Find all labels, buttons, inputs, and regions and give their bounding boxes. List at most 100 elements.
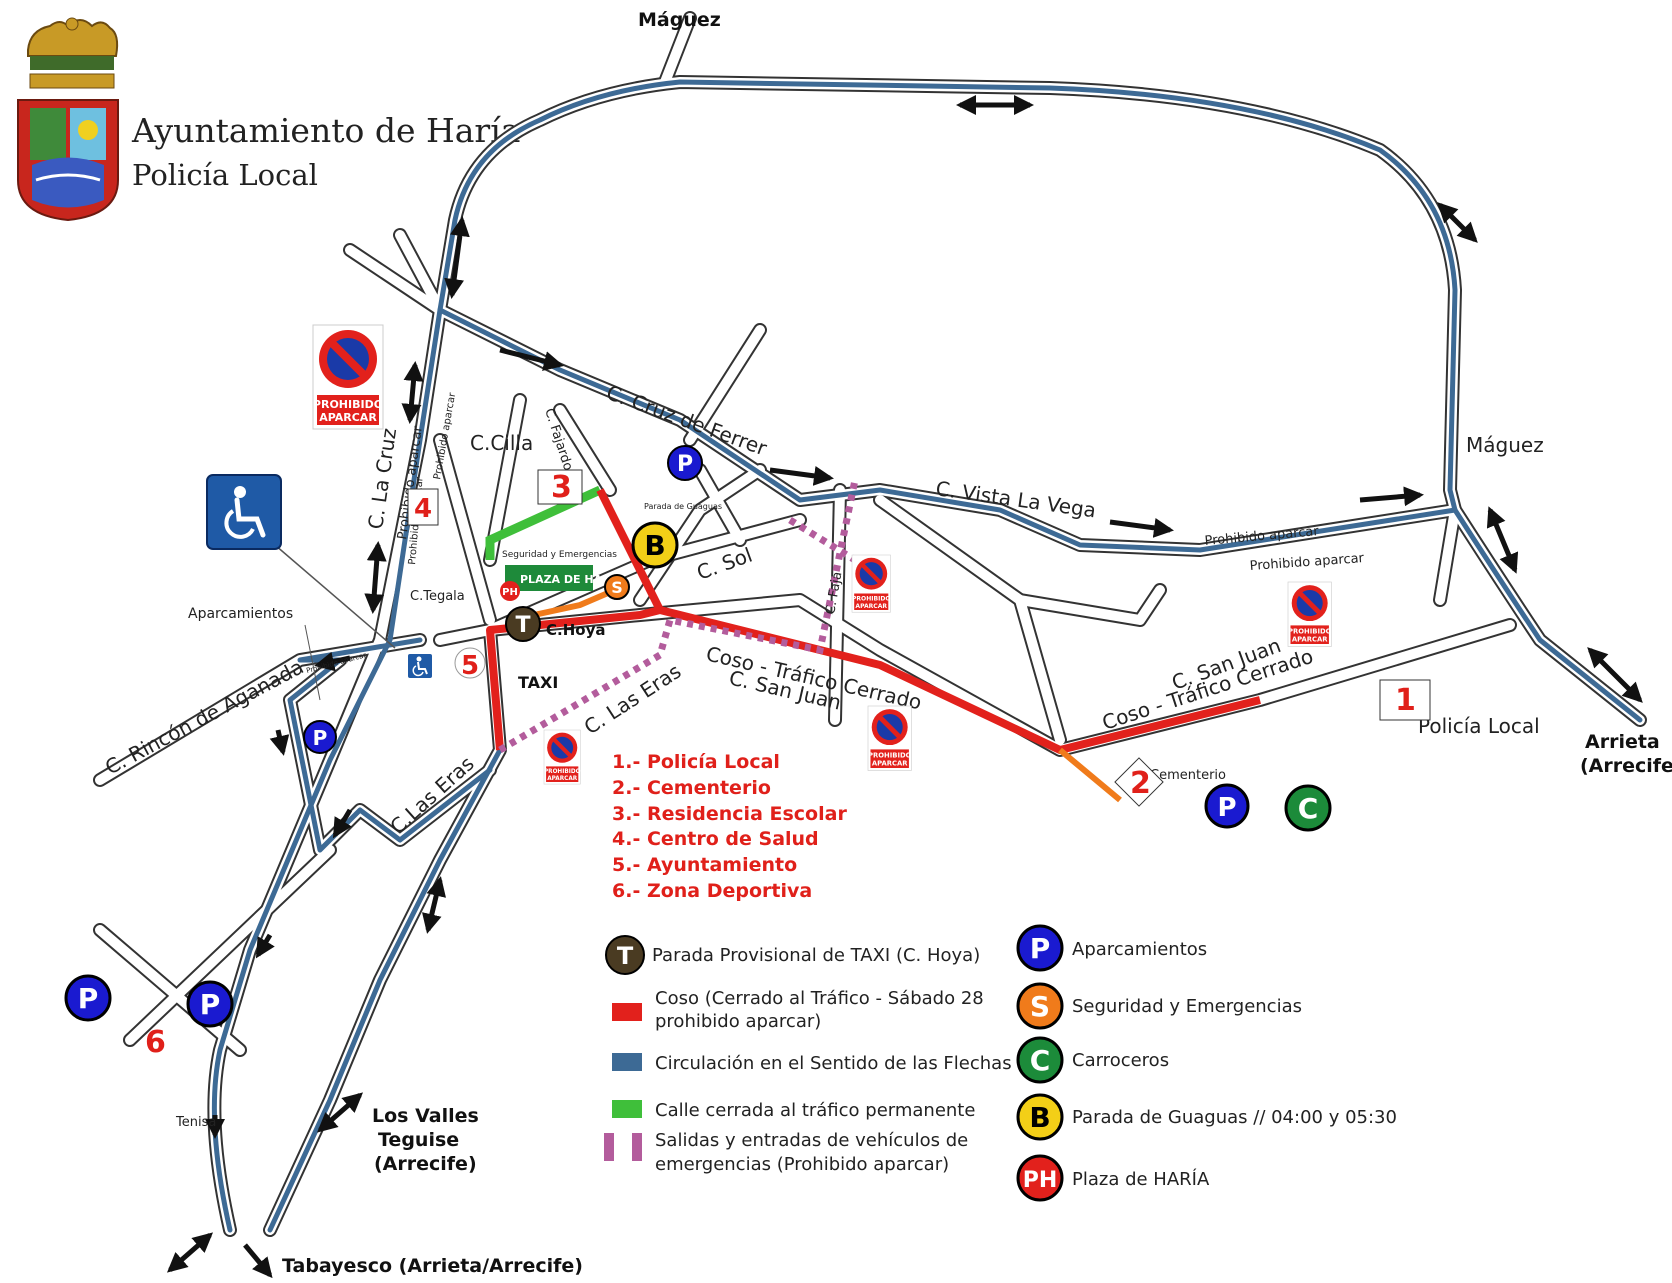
street-prohibido-2: Prohibido aparcar — [1249, 551, 1365, 574]
no-parking-sign-1-line1: PROHIBIDO — [313, 398, 383, 411]
no-parking-sign-2-line2: APARCAR — [855, 603, 887, 610]
place-tabayesco: Tabayesco (Arrieta/Arrecife) — [282, 1255, 583, 1277]
street-tegala: C.Tegala — [410, 589, 465, 604]
bus-stop-marker-text: B — [644, 529, 665, 562]
parking-marker-4 — [64, 974, 112, 1022]
ph-marker-text: PH — [502, 587, 518, 598]
legend-blue-swatch — [612, 1053, 642, 1071]
marker-3: 3 — [551, 470, 572, 505]
street-taxi: TAXI — [518, 673, 558, 692]
accessibility-marker-icon — [408, 654, 432, 678]
parking-marker-2-text: P — [313, 726, 328, 750]
page-title: Ayuntamiento de Haría — [131, 111, 520, 150]
place-arrieta-sub: (Arrecife) — [1580, 755, 1672, 777]
street-aparcamientos: Aparcamientos — [188, 606, 293, 622]
legend-parking-icon-text: P — [1030, 932, 1051, 965]
legend-security-icon-text: S — [1030, 990, 1050, 1023]
no-parking-sign-2-line1: PROHIBIDO — [852, 596, 891, 603]
legend-ph-icon-text: PH — [1023, 1168, 1058, 1193]
legend-bus-icon — [1016, 1093, 1064, 1141]
no-parking-sign-1: PROHIBIDO APARCAR — [313, 325, 383, 429]
carroceros-marker-text: C — [1298, 792, 1319, 825]
legend-coso: Coso (Cerrado al Tráfico - Sábado 28 — [655, 988, 984, 1009]
accessibility-sign-icon — [206, 474, 282, 550]
parking-marker-1 — [667, 445, 703, 481]
legend-red-swatch — [612, 1003, 642, 1021]
legend-emergency-2: emergencias (Prohibido aparcar) — [655, 1154, 949, 1175]
place-list-3: 3.- Residencia Escolar — [612, 803, 847, 825]
legend-purple-swatch-a — [604, 1133, 614, 1161]
place-list-1: 1.- Policía Local — [612, 751, 780, 773]
no-parking-sign-5: PROHIBIDO APARCAR — [544, 730, 581, 784]
numbered-markers: 3 4 5 1 2 6 — [145, 469, 1431, 1060]
legend-security-icon — [1016, 982, 1064, 1030]
legend-plaza: Plaza de HARÍA — [1072, 1168, 1210, 1190]
legend-coso-2: prohibido aparcar) — [655, 1011, 821, 1032]
parking-marker-1-text: P — [677, 452, 693, 477]
marker-5: 5 — [461, 651, 479, 681]
no-parking-sign-3-line1: PROHIBIDO — [1288, 627, 1332, 635]
security-marker-text: S — [611, 578, 623, 597]
place-list-5: 5.- Ayuntamiento — [612, 854, 797, 876]
legend-circulation: Circulación en el Sentido de las Flechas — [655, 1053, 1012, 1074]
legend-taxi-icon — [605, 935, 645, 975]
legend-guaguas: Parada de Guaguas // 04:00 y 05:30 — [1072, 1107, 1397, 1128]
map-symbols: P B S T P P C P P — [64, 445, 1332, 1028]
street-rincon: C. Rincón de Aganada — [101, 654, 307, 779]
legend-taxi-icon-text: T — [617, 942, 634, 970]
street-faja: C. Faja — [823, 571, 845, 616]
no-parking-sign-5-line2: APARCAR — [547, 776, 578, 782]
no-parking-sign-4-line1: PROHIBIDO — [868, 751, 912, 759]
no-parking-sign-1-line2: APARCAR — [319, 411, 377, 424]
accessibility-pointer — [274, 544, 396, 649]
circulation-routes — [211, 79, 1643, 1233]
legend-closed: Calle cerrada al tráfico permanente — [655, 1100, 975, 1121]
street-cementerio: Cementerio — [1150, 768, 1226, 783]
street-la-cruz: C. La Cruz — [363, 427, 401, 531]
page-subtitle: Policía Local — [132, 158, 318, 192]
legend-carroceros-icon-text: C — [1030, 1044, 1051, 1077]
carroceros-marker — [1284, 784, 1332, 832]
parking-marker-4-text: P — [78, 982, 99, 1015]
legend-bus-icon-text: B — [1029, 1101, 1050, 1134]
direction-arrows — [166, 95, 1643, 1279]
place-arrecife: (Arrecife) — [374, 1153, 477, 1175]
legend-carroceros: Carroceros — [1072, 1050, 1169, 1071]
plaza-de-haria: PLAZA DE HARÍA PH — [500, 565, 624, 601]
legend-carroceros-icon — [1016, 1036, 1064, 1084]
place-maguez-right: Máguez — [1466, 433, 1544, 457]
legend-emergency: Salidas y entradas de vehículos de — [655, 1130, 968, 1151]
aparcamientos-pointer — [304, 624, 321, 701]
legend-green-swatch — [612, 1100, 642, 1118]
place-list-4: 4.- Centro de Salud — [612, 828, 819, 850]
bus-stop-marker — [631, 521, 679, 569]
marker-6: 6 — [145, 1025, 166, 1060]
no-parking-sign-5-line1: PROHIBIDO — [544, 769, 581, 775]
legend-ph-icon — [1016, 1154, 1064, 1202]
numbered-places-list: 1.- Policía Local 2.- Cementerio 3.- Res… — [612, 751, 847, 902]
place-list-2: 2.- Cementerio — [612, 777, 771, 799]
coat-of-arms-logo — [17, 17, 119, 222]
marker-4: 4 — [414, 494, 432, 524]
plaza-label: PLAZA DE HARÍA — [520, 573, 624, 586]
closed-street-green — [485, 485, 602, 560]
street-policia-local: Policía Local — [1418, 714, 1540, 738]
parking-marker-5 — [186, 980, 234, 1028]
no-parking-sign-3-line2: APARCAR — [1292, 636, 1328, 644]
marker-2: 2 — [1130, 766, 1151, 801]
parking-marker-3-text: P — [1217, 793, 1236, 823]
place-arrieta: Arrieta — [1585, 731, 1660, 753]
no-parking-sign-4-line2: APARCAR — [872, 760, 908, 768]
security-route-orange — [519, 587, 1122, 803]
parking-marker-3 — [1204, 783, 1250, 829]
place-maguez-top: Máguez — [638, 9, 721, 31]
parking-marker-5-text: P — [200, 988, 221, 1021]
emergency-access-purple — [498, 479, 859, 754]
closed-coso-red — [486, 488, 1261, 754]
taxi-marker-text: T — [515, 613, 530, 638]
no-parking-sign-3: PROHIBIDO APARCAR — [1288, 582, 1332, 646]
label-seguridad: Seguridad y Emergencias — [502, 550, 617, 560]
legend-left: T Parada Provisional de TAXI (C. Hoya) C… — [604, 935, 1012, 1175]
label-parada-guaguas: Parada de Guaguas — [644, 502, 722, 511]
